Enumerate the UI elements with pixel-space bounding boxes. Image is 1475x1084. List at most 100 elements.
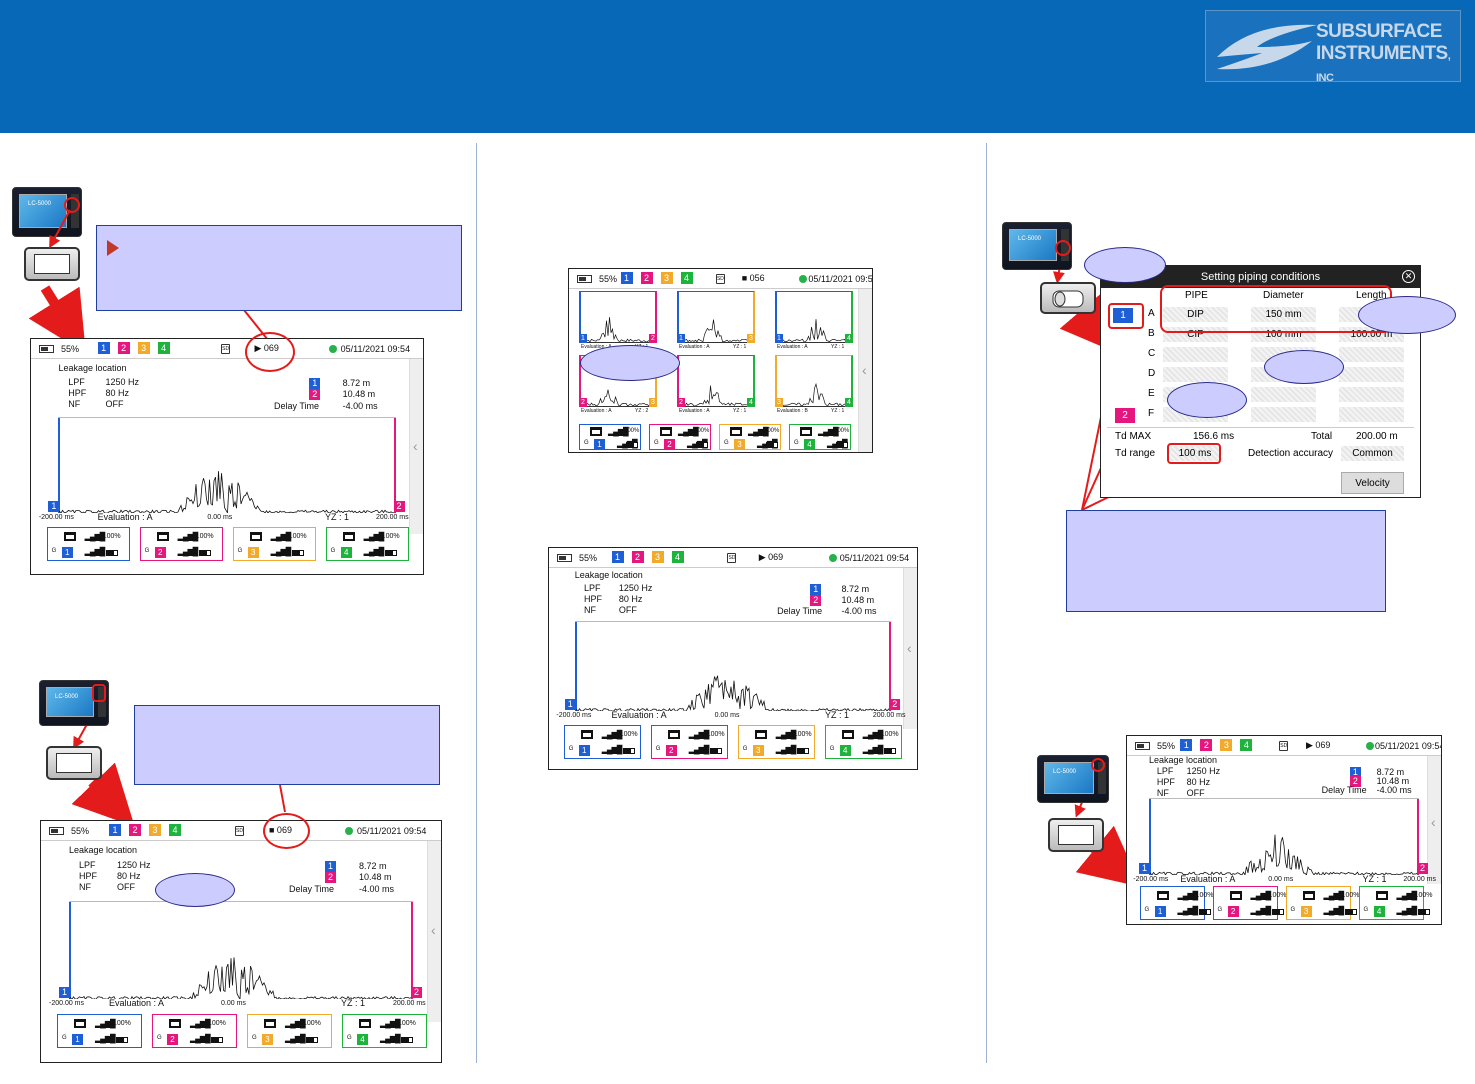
pipe-length-field[interactable] [1339, 407, 1404, 422]
sensor-card-3[interactable]: ▂▄▆█ 100% G 3 ▂▄▆█ [719, 424, 781, 450]
signal-icon: ▂▄▆█ [363, 532, 385, 541]
pipe-diameter-field[interactable]: 150 mm [1251, 307, 1316, 322]
pipe-diameter-field[interactable] [1251, 407, 1316, 422]
sensor-marker-1: 1 [325, 860, 336, 872]
pipe-length-field[interactable] [1339, 387, 1404, 402]
correlation-plot [1148, 798, 1419, 876]
signal-icon: ▂▄▆█ [1250, 891, 1272, 901]
sensor-number: 2 [1227, 906, 1239, 918]
sensor-battery-pct: 100% [113, 1019, 131, 1027]
td-range-field[interactable]: 100 ms [1171, 446, 1219, 461]
pair-yz: YZ : 1 [831, 408, 845, 414]
pipe-length-field[interactable] [1339, 367, 1404, 382]
sensor-card-1[interactable]: ▂▄▆█ 100% G 1 ▂▄▆█ [563, 724, 641, 759]
side-tab[interactable]: ‹ [903, 568, 917, 729]
channel-indicator-3: 3 [149, 824, 161, 836]
velocity-button[interactable]: Velocity [1341, 472, 1404, 494]
pipe-type-field[interactable]: DIP [1163, 307, 1228, 322]
battery-icon [577, 275, 592, 283]
battery-icon [1417, 909, 1430, 916]
sensor-card-2[interactable]: ▂▄▆█ 100% G 2 ▂▄▆█ [649, 424, 711, 450]
side-tab[interactable]: ‹ [427, 841, 441, 1022]
side-tab[interactable]: ‹ [858, 289, 872, 452]
gain-label: G [1290, 907, 1296, 914]
signal-icon: ▂▄▆█ [1323, 891, 1345, 901]
waveform-button[interactable] [46, 746, 102, 780]
channel-indicator-2: 2 [117, 342, 130, 354]
device-thumbnail: LC-5000 [1037, 755, 1109, 803]
datetime: 05/11/2021 09:54 [340, 344, 411, 354]
sensor-card-2[interactable]: ▂▄▆█ 100% G 2 ▂▄▆█ [1212, 886, 1286, 921]
chevron-left-icon: ‹ [862, 362, 867, 379]
company-logo: SUBSURFACE INSTRUMENTS, INC [1205, 10, 1461, 84]
sensor-card-1[interactable]: ▂▄▆█ 100% G 1 ▂▄▆█ [46, 527, 130, 561]
yz: YZ : 1 [825, 710, 850, 721]
pair-panel-3-4[interactable]: 3 4 [775, 355, 853, 407]
pipe-type-field[interactable]: CIP [1163, 327, 1228, 342]
correlation-waveform [69, 956, 413, 1000]
sensor-card-3[interactable]: ▂▄▆█ 100% G 3 ▂▄▆█ [247, 1013, 332, 1048]
sensor-icon [63, 532, 76, 541]
channel-indicator-3: 3 [137, 342, 150, 354]
sensor-number: 4 [340, 547, 352, 558]
sensor-battery-pct: 100% [398, 1019, 416, 1027]
sensor-card-2[interactable]: ▂▄▆█ 100% G 2 ▂▄▆█ [139, 527, 223, 561]
close-icon[interactable]: ✕ [1402, 270, 1415, 283]
pipe-type-field[interactable] [1163, 347, 1228, 362]
sensor-card-1[interactable]: ▂▄▆█ 100% G 1 ▂▄▆█ [1139, 886, 1213, 921]
pair-marker-a: 3 [775, 398, 783, 407]
pair-panel-1-2[interactable]: 1 2 [579, 291, 657, 343]
sensor-card-4[interactable]: ▂▄▆█ 100% G 4 ▂▄▆█ [824, 724, 902, 759]
evaluation: Evaluation : A [97, 511, 153, 522]
pipe-diameter-field[interactable]: 100 mm [1251, 327, 1316, 342]
sensor-battery-pct: 100% [195, 533, 214, 540]
waveform-button[interactable] [24, 247, 80, 281]
axis-right: 200.00 ms [393, 1000, 426, 1008]
signal-icon: ▂▄▆█ [190, 1033, 211, 1043]
pair-panel-1-4[interactable]: 1 4 [775, 291, 853, 343]
sensor-card-4[interactable]: ▂▄▆█ 100% G 4 ▂▄▆█ [325, 527, 409, 561]
delay-label: Delay Time [1321, 785, 1367, 796]
filter-lpf_label: LPF [1156, 766, 1174, 777]
sensor-card-1[interactable]: ▂▄▆█ 100% G 1 ▂▄▆█ [57, 1013, 142, 1048]
side-tab[interactable]: ‹ [409, 359, 423, 534]
pair-panel-1-3[interactable]: 1 3 [677, 291, 755, 343]
sensor-card-4[interactable]: ▂▄▆█ 100% G 4 ▂▄▆█ [789, 424, 851, 450]
side-tab[interactable]: ‹ [1427, 756, 1441, 884]
signal-icon: ▂▄▆█ [818, 427, 839, 436]
pair-yz: YZ : 1 [733, 408, 747, 414]
signal-icon: ▂▄▆█ [285, 1018, 306, 1028]
pipe-diameter-field[interactable] [1251, 387, 1316, 402]
waveform-button[interactable] [1048, 818, 1104, 852]
filter-nf-value: OFF [117, 881, 135, 892]
pipe-settings-button[interactable] [1040, 282, 1096, 314]
pipe-row-label: C [1148, 348, 1156, 359]
delay-value: -4.00 ms [1376, 785, 1412, 796]
pair-panel-2-4[interactable]: 2 4 [677, 355, 755, 407]
sensor-battery-pct: 100% [1268, 892, 1287, 900]
sensor-card-4[interactable]: ▂▄▆█ 100% G 4 ▂▄▆█ [342, 1013, 427, 1048]
channel-indicator-3: 3 [660, 272, 673, 284]
sensor-card-3[interactable]: ▂▄▆█ 100% G 3 ▂▄▆█ [1285, 886, 1359, 921]
sensor-number: 3 [262, 1033, 273, 1045]
sensor-card-1[interactable]: ▂▄▆█ 100% G 1 ▂▄▆█ [579, 424, 641, 450]
pipe-type-field[interactable] [1163, 367, 1228, 382]
sensor-icon [169, 1018, 181, 1028]
accuracy-label: Detection accuracy [1248, 448, 1334, 459]
signal-icon: ▂▄▆█ [1396, 891, 1418, 901]
sensor-card-2[interactable]: ▂▄▆█ 100% G 2 ▂▄▆█ [650, 724, 728, 759]
battery-icon [766, 442, 778, 448]
channel-indicator-1: 1 [97, 342, 110, 354]
sensor-card-3[interactable]: ▂▄▆█ 100% G 3 ▂▄▆█ [232, 527, 316, 561]
plot-marker-2: 2 [411, 987, 422, 999]
sensor-card-4[interactable]: ▂▄▆█ 100% G 4 ▂▄▆█ [1358, 886, 1432, 921]
sensor-card-3[interactable]: ▂▄▆█ 100% G 3 ▂▄▆█ [737, 724, 815, 759]
signal-icon: ▂▄▆█ [775, 744, 797, 754]
col-diameter: Diameter [1263, 290, 1304, 301]
sensor-card-2[interactable]: ▂▄▆█ 100% G 2 ▂▄▆█ [152, 1013, 237, 1048]
accuracy-field[interactable]: Common [1341, 446, 1404, 461]
signal-icon: ▂▄▆█ [862, 729, 884, 739]
pipe-length-field[interactable] [1339, 347, 1404, 362]
sensor-number: 3 [1300, 906, 1312, 918]
